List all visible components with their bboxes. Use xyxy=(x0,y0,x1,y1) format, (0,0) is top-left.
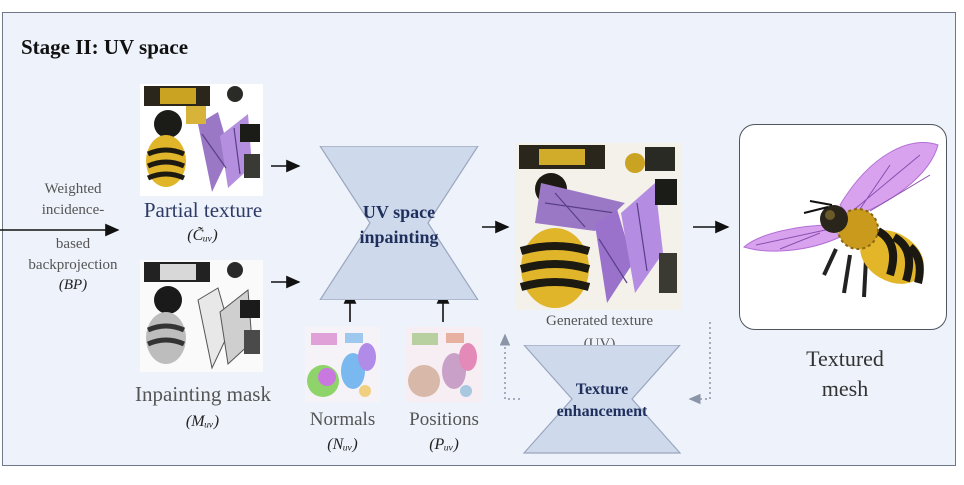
inpainting-mask-symbol: (Mᵤᵥ) xyxy=(185,413,220,430)
textured-mesh-panel xyxy=(739,124,947,330)
stage-title: Stage II: UV space xyxy=(21,35,189,59)
partial-texture-symbol: (C̃ᵤᵥ) xyxy=(187,227,218,244)
textured-mesh-label: Textured mesh xyxy=(806,346,884,402)
normals-symbol: (Nᵤᵥ) xyxy=(327,436,358,453)
positions-label: Positions xyxy=(409,409,479,430)
inpainting-mask-image xyxy=(140,260,263,372)
generated-texture-label: Generated texture xyxy=(545,313,654,329)
partial-texture-label: Partial texture xyxy=(143,198,263,222)
texture-enhancement-label: Texture enhancement xyxy=(556,381,648,420)
generated-texture-image xyxy=(515,143,682,310)
normals-map-image xyxy=(305,327,380,402)
partial-texture-image xyxy=(140,84,263,196)
bee-render xyxy=(742,142,939,298)
uv-inpainting-network-shape xyxy=(319,146,479,300)
texture-enhancement-network-shape xyxy=(522,345,682,454)
dotted-arrow-to-enhancement xyxy=(688,322,711,405)
positions-map-image xyxy=(406,327,481,402)
inpainting-mask-label: Inpainting mask xyxy=(135,382,271,406)
uv-inpainting-label: UV space inpainting xyxy=(359,202,439,247)
normals-label: Normals xyxy=(309,409,376,430)
dotted-arrow-from-enhancement xyxy=(499,333,520,400)
positions-symbol: (Pᵤᵥ) xyxy=(429,436,459,453)
backprojection-label: Weighted incidence- based backprojection… xyxy=(28,181,118,293)
